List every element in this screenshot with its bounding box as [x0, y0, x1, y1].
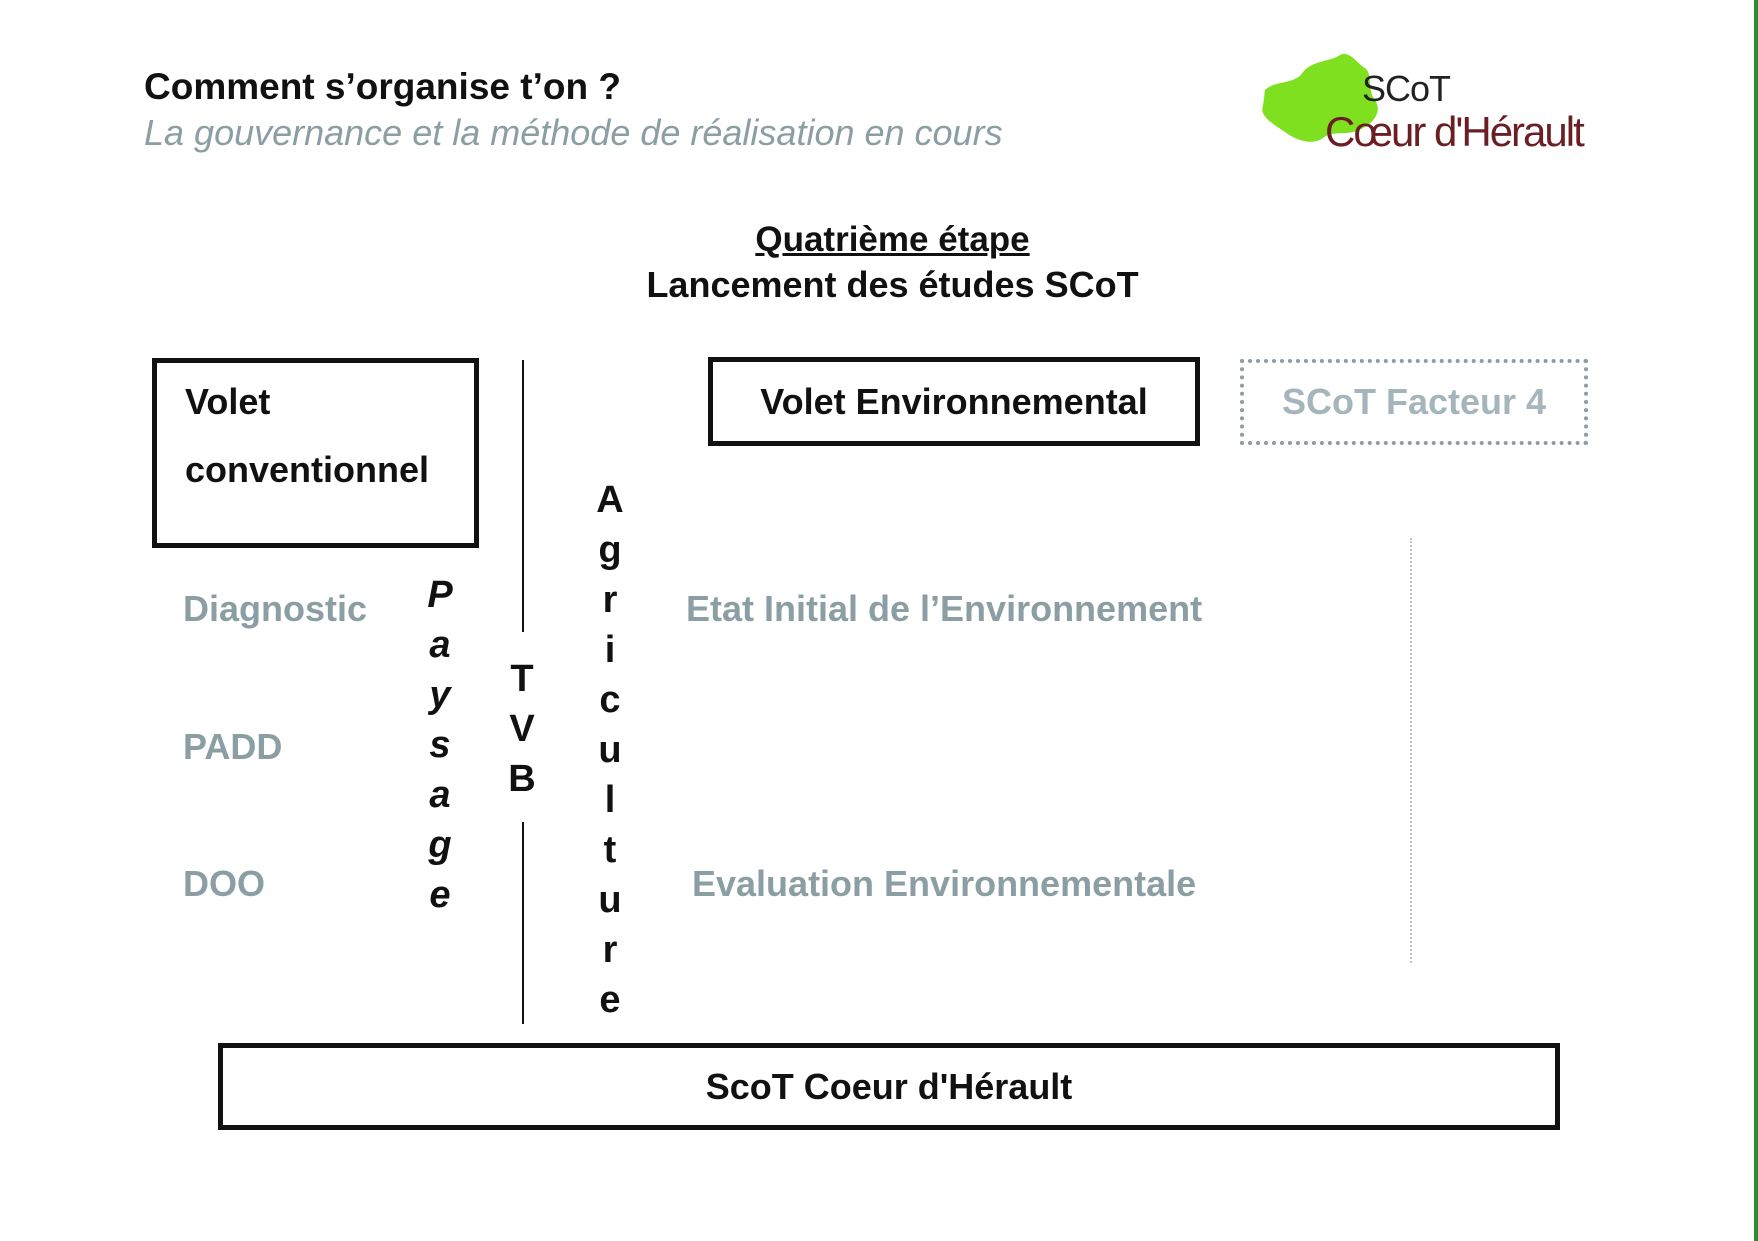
right-edge-bar [1754, 0, 1758, 1241]
volet-environnemental-box: Volet Environnemental [708, 357, 1200, 446]
step-title: Quatrième étape [755, 220, 1030, 259]
volet-conventionnel-line2: conventionnel [185, 449, 430, 490]
logo-scot-text: SCoT [1362, 68, 1451, 109]
volet-conventionnel-line1: Volet [185, 381, 271, 422]
tvb-line-top [522, 360, 524, 632]
agriculture-vertical-label: A g r i c u l t u r e [596, 479, 624, 1021]
scot-coeur-herault-box: ScoT Coeur d'Hérault [218, 1043, 1560, 1130]
step-subtitle: Lancement des études SCoT [646, 264, 1139, 305]
phase-padd: PADD [183, 726, 283, 767]
paysage-vertical-label: P a y s a g e [427, 574, 453, 916]
phase-doo: DOO [183, 863, 266, 904]
volet-conventionnel-box: Volet conventionnel [152, 358, 479, 548]
scot-logo-map-icon [1262, 53, 1378, 142]
scot-facteur4-box: SCoT Facteur 4 [1240, 359, 1588, 445]
page-title: Comment s’organise t’on ? [144, 66, 621, 107]
phase-etat-initial: Etat Initial de l’Environnement [686, 588, 1203, 629]
phase-evaluation: Evaluation Environnementale [692, 863, 1197, 904]
tvb-line-bottom [522, 822, 524, 1024]
tvb-vertical-label: T V B [508, 658, 536, 800]
facteur4-dotted-line [1410, 538, 1412, 963]
logo-name-text: Cœur d'Hérault [1325, 108, 1585, 155]
phase-diagnostic: Diagnostic [183, 588, 368, 629]
page-subtitle: La gouvernance et la méthode de réalisat… [144, 112, 1003, 153]
